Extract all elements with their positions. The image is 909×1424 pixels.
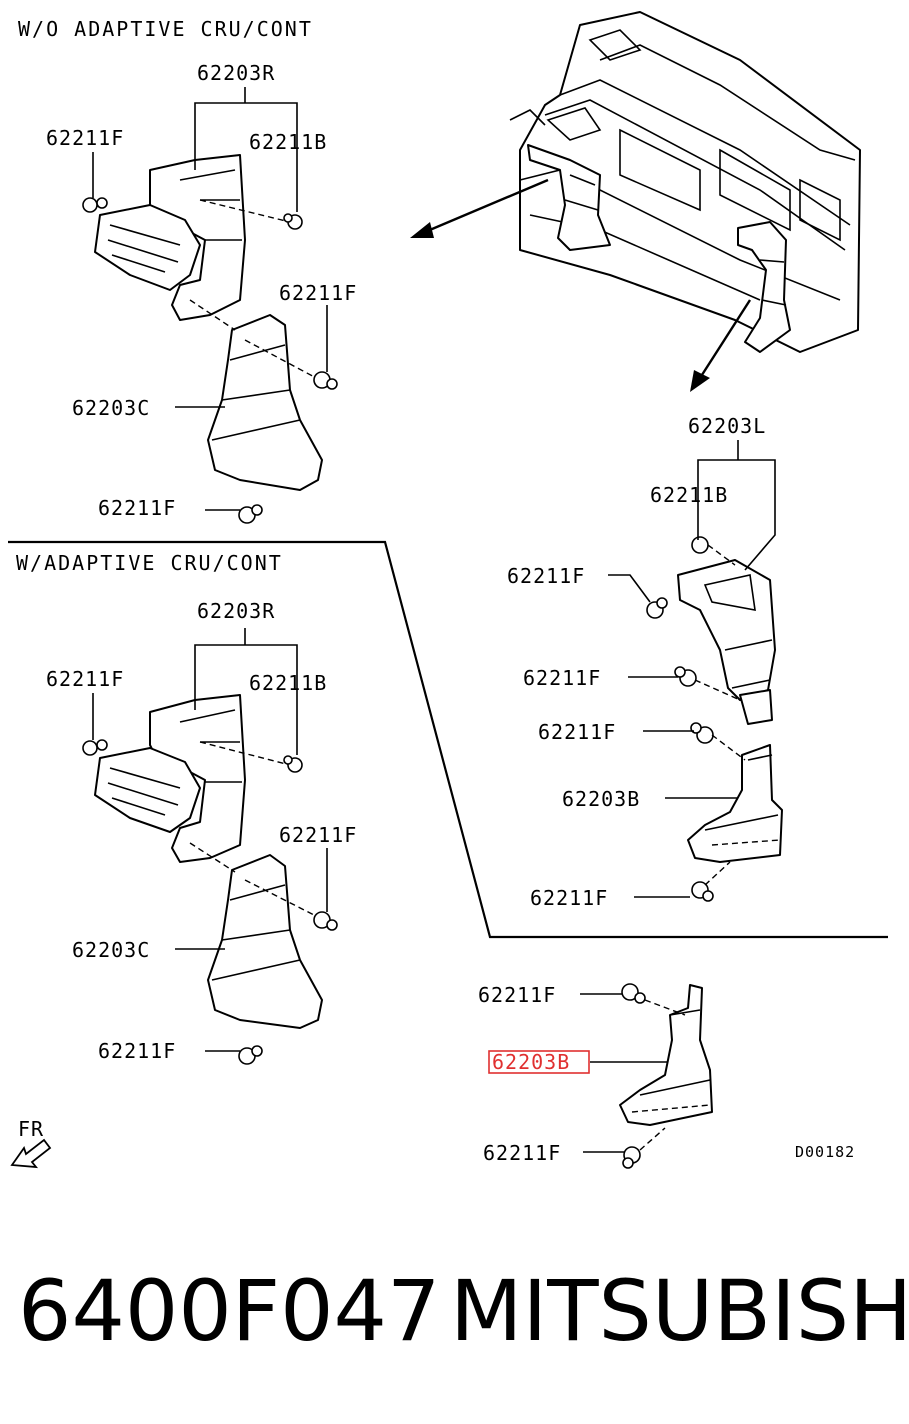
label-clip-62211f: 62211F (538, 720, 616, 744)
clip-icon (646, 597, 668, 619)
label-duct-62203b: 62203B (562, 787, 640, 811)
clip-icon (238, 504, 263, 524)
radiator-support-overview (509, 11, 861, 353)
clip-icon (313, 911, 338, 931)
section-title-without-adaptive: W/O ADAPTIVE CRU/CONT (18, 17, 313, 41)
label-bracket-62203l: 62203L (688, 414, 766, 438)
clip-icon (691, 536, 709, 554)
clip-icon (691, 881, 714, 902)
label-clip-62211f: 62211F (530, 886, 608, 910)
clip-icon (283, 755, 303, 773)
group-bottom-right: 62211F 62203B 62211F (478, 983, 713, 1169)
clip-icon (238, 1045, 263, 1065)
label-bracket-62203r: 62203R (197, 61, 275, 85)
label-duct-62203c: 62203C (72, 938, 150, 962)
group-mid-left: 62203R 62211F 62211B 62211F 62203C 62211… (46, 599, 357, 1065)
clip-icon (82, 197, 108, 213)
clip-icon (621, 983, 646, 1004)
group-top-left: 62203R 62211F 62211B 62211F 62203C 62211… (46, 61, 357, 524)
label-clip-62211f: 62211F (478, 983, 556, 1007)
drawing-code: D00182 (795, 1143, 855, 1161)
clip-icon (622, 1146, 641, 1169)
highlight-box (488, 1050, 590, 1074)
group-right: 62203L 62211B 62211F 62211F 62211F 62203… (507, 414, 783, 910)
clip-icon (283, 213, 303, 230)
label-clip-62211f: 62211F (279, 281, 357, 305)
label-clip-62211f: 62211F (483, 1141, 561, 1165)
label-clip-62211f: 62211F (523, 666, 601, 690)
clip-icon (313, 371, 338, 390)
pointer-arrow-right (690, 299, 752, 392)
section-title-with-adaptive: W/ADAPTIVE CRU/CONT (16, 551, 283, 575)
clip-icon (690, 722, 714, 744)
label-clip-62211f: 62211F (98, 1039, 176, 1063)
label-clip-62211f: 62211F (507, 564, 585, 588)
label-clip-62211f: 62211F (46, 667, 124, 691)
clip-icon (82, 739, 108, 756)
pointer-arrow-left (410, 178, 549, 238)
label-clip-62211f: 62211F (46, 126, 124, 150)
front-arrow-icon (10, 1138, 52, 1169)
label-clip-62211f: 62211F (279, 823, 357, 847)
label-duct-62203b-highlighted: 62203B (492, 1050, 570, 1074)
front-direction-label: FR (18, 1117, 44, 1141)
label-clip-62211b: 62211B (650, 483, 728, 507)
label-clip-62211f: 62211F (98, 496, 176, 520)
label-clip-62211b: 62211B (249, 671, 327, 695)
clip-icon (674, 666, 697, 687)
label-duct-62203c: 62203C (72, 396, 150, 420)
part-number: 6400F047 (18, 1262, 440, 1360)
section-divider (8, 540, 888, 939)
label-clip-62211b: 62211B (249, 130, 327, 154)
brand-name: MITSUBISHI (450, 1262, 909, 1360)
label-bracket-62203r: 62203R (197, 599, 275, 623)
